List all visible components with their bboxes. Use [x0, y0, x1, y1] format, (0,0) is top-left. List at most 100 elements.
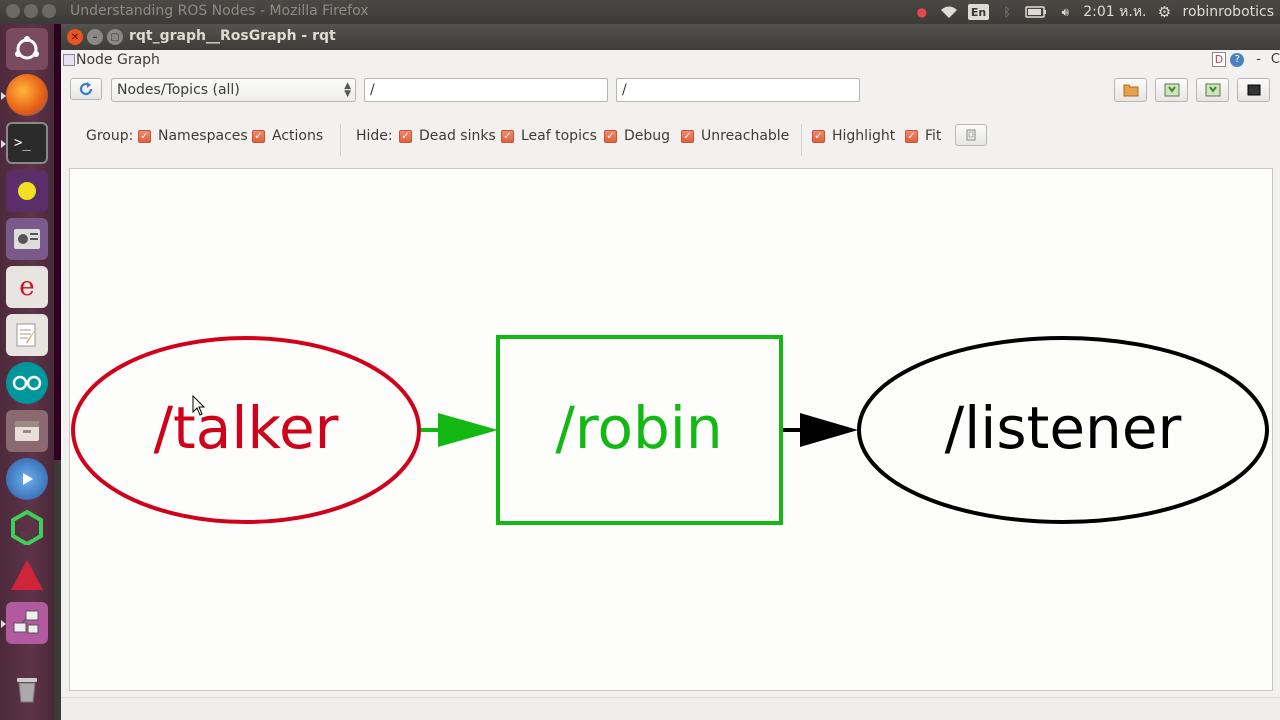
red-app-icon[interactable]: [6, 554, 48, 596]
system-tray: ● En ᛒ 🔊︎ 2:01 ห.ห. ⚙ robinrobotics: [914, 0, 1280, 24]
ubuntu-dash-icon[interactable]: [6, 28, 48, 70]
group-label: Group:: [86, 128, 134, 144]
graph-canvas[interactable]: /talker /robin /listener: [69, 168, 1273, 691]
leaf-topics-checkbox[interactable]: ✓ Leaf topics: [501, 128, 597, 144]
media-player-icon[interactable]: [6, 458, 48, 500]
background-window-buttons: [6, 4, 56, 18]
highlight-checkbox[interactable]: ✓ Highlight: [812, 128, 895, 144]
launcher-running-indicator: [1, 620, 6, 628]
folder-icon: [1123, 84, 1138, 97]
unreachable-checkbox[interactable]: ✓ Unreachable: [681, 128, 789, 144]
fit-checkbox[interactable]: ✓ Fit: [905, 128, 941, 144]
checkbox-checked-icon: ✓: [399, 129, 412, 143]
node-robin[interactable]: [496, 335, 783, 525]
actions-label: Actions: [272, 128, 324, 144]
mouse-cursor-icon: [192, 395, 206, 416]
namespaces-label: Namespaces: [158, 128, 248, 144]
plugin-title-bar: Node Graph D ? - C: [61, 50, 1280, 72]
node-talker-label: /talker: [154, 394, 339, 462]
checkbox-checked-icon: ✓: [812, 129, 825, 143]
status-bar: [61, 697, 1280, 720]
debug-checkbox[interactable]: ✓ Debug: [604, 128, 670, 144]
close-icon[interactable]: ✕: [67, 29, 83, 45]
keyboard-layout-indicator[interactable]: En: [967, 4, 990, 20]
save-image-icon: [1205, 83, 1220, 97]
plugin-icon: [63, 54, 75, 66]
leaf-topics-label: Leaf topics: [521, 128, 597, 144]
node-talker[interactable]: [71, 336, 421, 524]
save-dot-button[interactable]: [1155, 78, 1188, 102]
image-icon: [1247, 84, 1260, 96]
topic-filter-input[interactable]: /: [616, 78, 860, 102]
arduino-icon[interactable]: [6, 362, 48, 404]
rqt-window: ✕ – ▢ rqt_graph__RosGraph - rqt Node Gra…: [61, 24, 1280, 720]
volume-icon[interactable]: 🔊︎: [1061, 4, 1070, 19]
plugin-dock-button[interactable]: D: [1211, 52, 1227, 67]
minimize-icon[interactable]: –: [87, 29, 103, 45]
green-app-icon[interactable]: [6, 506, 48, 548]
close-icon[interactable]: [6, 4, 20, 18]
divider: [340, 124, 341, 156]
screenshot-icon[interactable]: [6, 218, 48, 260]
fit-label: Fit: [925, 128, 942, 144]
refresh-icon: [79, 82, 93, 96]
hide-label: Hide:: [356, 128, 393, 144]
checkbox-checked-icon: ✓: [501, 129, 514, 143]
namespace-filter-input[interactable]: /: [364, 78, 608, 102]
dead-sinks-checkbox[interactable]: ✓ Dead sinks: [399, 128, 496, 144]
plugin-close-button[interactable]: C: [1270, 52, 1280, 67]
checkbox-checked-icon: ✓: [138, 129, 151, 143]
checkbox-checked-icon: ✓: [905, 129, 918, 143]
yellow-app-icon[interactable]: [6, 170, 48, 212]
launcher-running-indicator: [1, 140, 6, 148]
firefox-icon[interactable]: [6, 74, 48, 116]
rqt-icon[interactable]: [6, 602, 48, 644]
plugin-minimize-button[interactable]: -: [1256, 52, 1261, 67]
plugin-title: Node Graph: [76, 52, 160, 68]
actions-checkbox[interactable]: ✓ Actions: [252, 128, 323, 144]
save-icon: [1164, 83, 1179, 97]
fit-in-view-button[interactable]: [955, 124, 987, 146]
unreachable-label: Unreachable: [701, 128, 790, 144]
help-icon[interactable]: ?: [1230, 52, 1245, 67]
load-dot-button[interactable]: [1114, 78, 1147, 102]
minimize-icon[interactable]: [24, 4, 38, 18]
unity-launcher: >_ e: [0, 24, 54, 720]
notes-icon[interactable]: [6, 314, 48, 356]
clock[interactable]: 2:01 ห.ห.: [1083, 4, 1147, 20]
maximize-icon[interactable]: [42, 4, 56, 18]
trash-icon[interactable]: [6, 668, 48, 710]
plugin-controls: D ? - C: [1211, 52, 1280, 67]
launcher-running-indicator: [1, 92, 6, 100]
bluetooth-icon[interactable]: ᛒ: [1003, 5, 1011, 19]
top-panel: Understanding ROS Nodes - Mozilla Firefo…: [0, 0, 1280, 24]
view-mode-select[interactable]: Nodes/Topics (all) ▲▼: [111, 78, 356, 102]
chevron-updown-icon: ▲▼: [344, 81, 351, 99]
checkbox-checked-icon: ✓: [604, 129, 617, 143]
text-editor-icon[interactable]: e: [6, 266, 48, 308]
battery-icon[interactable]: [1025, 4, 1047, 20]
user-name[interactable]: robinrobotics: [1182, 4, 1275, 20]
debug-label: Debug: [624, 128, 671, 144]
save-image-button[interactable]: [1237, 78, 1270, 102]
arrowhead-icon: [438, 413, 498, 447]
save-svg-button[interactable]: [1196, 78, 1229, 102]
refresh-button[interactable]: [70, 78, 102, 100]
maximize-icon[interactable]: ▢: [107, 29, 123, 45]
options-row: Group: ✓ Namespaces ✓ Actions Hide: ✓ De…: [61, 124, 1280, 156]
namespaces-checkbox[interactable]: ✓ Namespaces: [138, 128, 248, 144]
arrowhead-icon: [800, 413, 858, 447]
fit-view-icon: [966, 129, 976, 141]
terminal-icon[interactable]: >_: [6, 122, 48, 164]
highlight-label: Highlight: [832, 128, 896, 144]
node-listener[interactable]: [857, 336, 1269, 524]
gear-icon[interactable]: ⚙: [1157, 3, 1172, 21]
wifi-icon[interactable]: [940, 4, 958, 20]
window-titlebar[interactable]: ✕ – ▢ rqt_graph__RosGraph - rqt: [61, 24, 1280, 50]
view-mode-value: Nodes/Topics (all): [117, 82, 240, 98]
firefox-window-title: Understanding ROS Nodes - Mozilla Firefo…: [70, 3, 369, 19]
files-icon[interactable]: [6, 410, 48, 452]
window-controls: ✕ – ▢: [67, 29, 123, 45]
camera-icon[interactable]: ●: [916, 5, 928, 19]
window-title: rqt_graph__RosGraph - rqt: [129, 28, 336, 44]
